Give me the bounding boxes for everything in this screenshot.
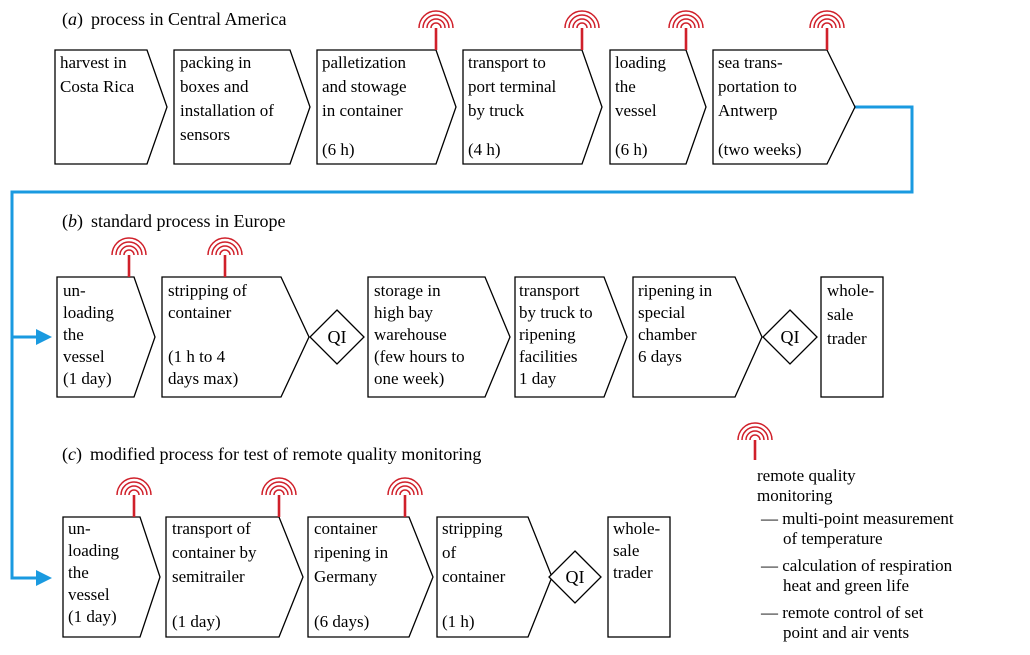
chevron-box <box>367 276 511 398</box>
step-storage-warehouse: storage in high bay warehouse (few hours… <box>367 276 511 398</box>
step-label: transport of container by semitrailer <box>172 519 261 586</box>
chevron-box <box>514 276 628 398</box>
legend: remote quality monitoring — multi-point … <box>737 422 958 642</box>
step-stripping-container-c: stripping of container (1 h) <box>436 516 553 638</box>
step-wholesale-trader-b: whole- sale trader <box>820 276 884 398</box>
step-container-ripening: container ripening in Germany (6 days) <box>307 516 434 638</box>
process-row-b: un- loading the vessel (1 day) stripping… <box>56 276 884 398</box>
step-label: transport to port terminal by truck <box>468 53 561 120</box>
flow-arrowhead-b <box>36 329 52 345</box>
qi-diamond <box>309 309 365 365</box>
chevron-box <box>609 49 707 165</box>
step-ripening-chamber: ripening in special chamber 6 days <box>632 276 763 398</box>
step-duration: (1 h) <box>442 612 475 631</box>
step-unloading-vessel-c: un- loading the vessel (1 day) <box>62 516 161 638</box>
step-packing: packing in boxes and installation of sen… <box>173 49 311 165</box>
step-sea-transportation: sea trans- portation to Antwerp (two wee… <box>712 49 856 165</box>
quality-inspection-diamond: QI <box>762 309 818 365</box>
legend-item-remote-control: — remote control of set point and air ve… <box>760 603 928 642</box>
antenna-signal-icon <box>387 477 423 517</box>
antenna-signal-icon <box>261 477 297 517</box>
chevron-box <box>307 516 434 638</box>
legend-heading: remote quality monitoring <box>757 466 860 505</box>
chevron-box <box>173 49 311 165</box>
step-label: whole- sale trader <box>613 519 664 582</box>
chevron-box <box>712 49 856 165</box>
step-label: storage in high bay warehouse (few hours… <box>374 281 469 388</box>
step-label: ripening in special chamber 6 days <box>638 281 716 366</box>
step-label: un- loading the vessel (1 day) <box>68 519 123 626</box>
step-duration: (two weeks) <box>718 140 802 159</box>
qi-label: QI <box>566 567 585 587</box>
chevron-box <box>161 276 310 398</box>
antenna-signal-icon <box>809 10 845 50</box>
step-label: stripping of container <box>442 519 507 586</box>
step-transport-to-port: transport to port terminal by truck (4 h… <box>462 49 603 165</box>
chevron-box <box>56 276 156 398</box>
step-label: sea trans- portation to Antwerp <box>718 53 801 120</box>
chevron-box <box>165 516 304 638</box>
antenna-signal-icon <box>418 10 454 50</box>
quality-inspection-diamond: QI <box>309 309 365 365</box>
flow-line-a-to-b <box>10 105 914 580</box>
antenna-signal-icon <box>116 477 152 517</box>
step-label: palletization and stowage in container <box>322 53 411 120</box>
chevron-box <box>436 516 553 638</box>
antenna-signal-icon <box>564 10 600 50</box>
step-duration: (1 h to 4 days max) <box>168 347 238 388</box>
chevron-box <box>54 49 168 165</box>
step-duration: (1 day) <box>172 612 221 631</box>
qi-label: QI <box>781 327 800 347</box>
step-loading-vessel: loading the vessel (6 h) <box>609 49 707 165</box>
legend-item-respiration: — calculation of respiration heat and gr… <box>760 556 956 595</box>
step-duration: (6 days) <box>314 612 369 631</box>
step-label: stripping of container <box>168 281 251 322</box>
section-a-heading: (a)process in Central America <box>62 9 286 30</box>
step-transport-to-ripening: transport by truck to ripening facilitie… <box>514 276 628 398</box>
qi-label: QI <box>328 327 347 347</box>
qi-diamond <box>548 550 602 604</box>
section-b-heading: (b)standard process in Europe <box>62 211 285 232</box>
step-wholesale-trader-c: whole- sale trader <box>607 516 671 638</box>
flow-connector <box>10 105 914 586</box>
process-row-a: harvest in Costa Rica packing in boxes a… <box>54 49 856 165</box>
step-label: loading the vessel <box>615 53 670 120</box>
step-label: un- loading the vessel (1 day) <box>63 281 118 388</box>
step-label: whole- sale trader <box>827 281 878 348</box>
antenna-signal-icon <box>207 237 243 277</box>
step-palletization: palletization and stowage in container (… <box>316 49 457 165</box>
antenna-signal-icon <box>111 237 147 277</box>
section-c-heading: (c)modified process for test of remote q… <box>62 444 481 465</box>
step-label: packing in boxes and installation of sen… <box>180 53 278 144</box>
step-label: container ripening in Germany <box>314 519 392 586</box>
chevron-box <box>62 516 161 638</box>
step-duration: (6 h) <box>615 140 648 159</box>
chevron-box <box>632 276 763 398</box>
step-label: transport by truck to ripening facilitie… <box>519 281 597 388</box>
legend-item-temperature: — multi-point measurement of temperature <box>760 509 958 548</box>
qi-diamond <box>762 309 818 365</box>
chevron-box <box>462 49 603 165</box>
legend-sensor-icon <box>737 422 773 460</box>
quality-inspection-diamond: QI <box>548 550 602 604</box>
process-row-c: un- loading the vessel (1 day) transport… <box>62 516 671 638</box>
step-unloading-vessel-b: un- loading the vessel (1 day) <box>56 276 156 398</box>
sensor-icons <box>111 10 845 517</box>
step-label: harvest in Costa Rica <box>60 53 135 96</box>
trader-box <box>607 516 671 638</box>
flow-arrowhead-c <box>36 570 52 586</box>
antenna-signal-icon <box>668 10 704 50</box>
step-duration: (4 h) <box>468 140 501 159</box>
step-stripping-container-b: stripping of container (1 h to 4 days ma… <box>161 276 310 398</box>
chevron-box <box>316 49 457 165</box>
trader-box <box>820 276 884 398</box>
step-transport-semitrailer: transport of container by semitrailer (1… <box>165 516 304 638</box>
step-harvest: harvest in Costa Rica <box>54 49 168 165</box>
step-duration: (6 h) <box>322 140 355 159</box>
